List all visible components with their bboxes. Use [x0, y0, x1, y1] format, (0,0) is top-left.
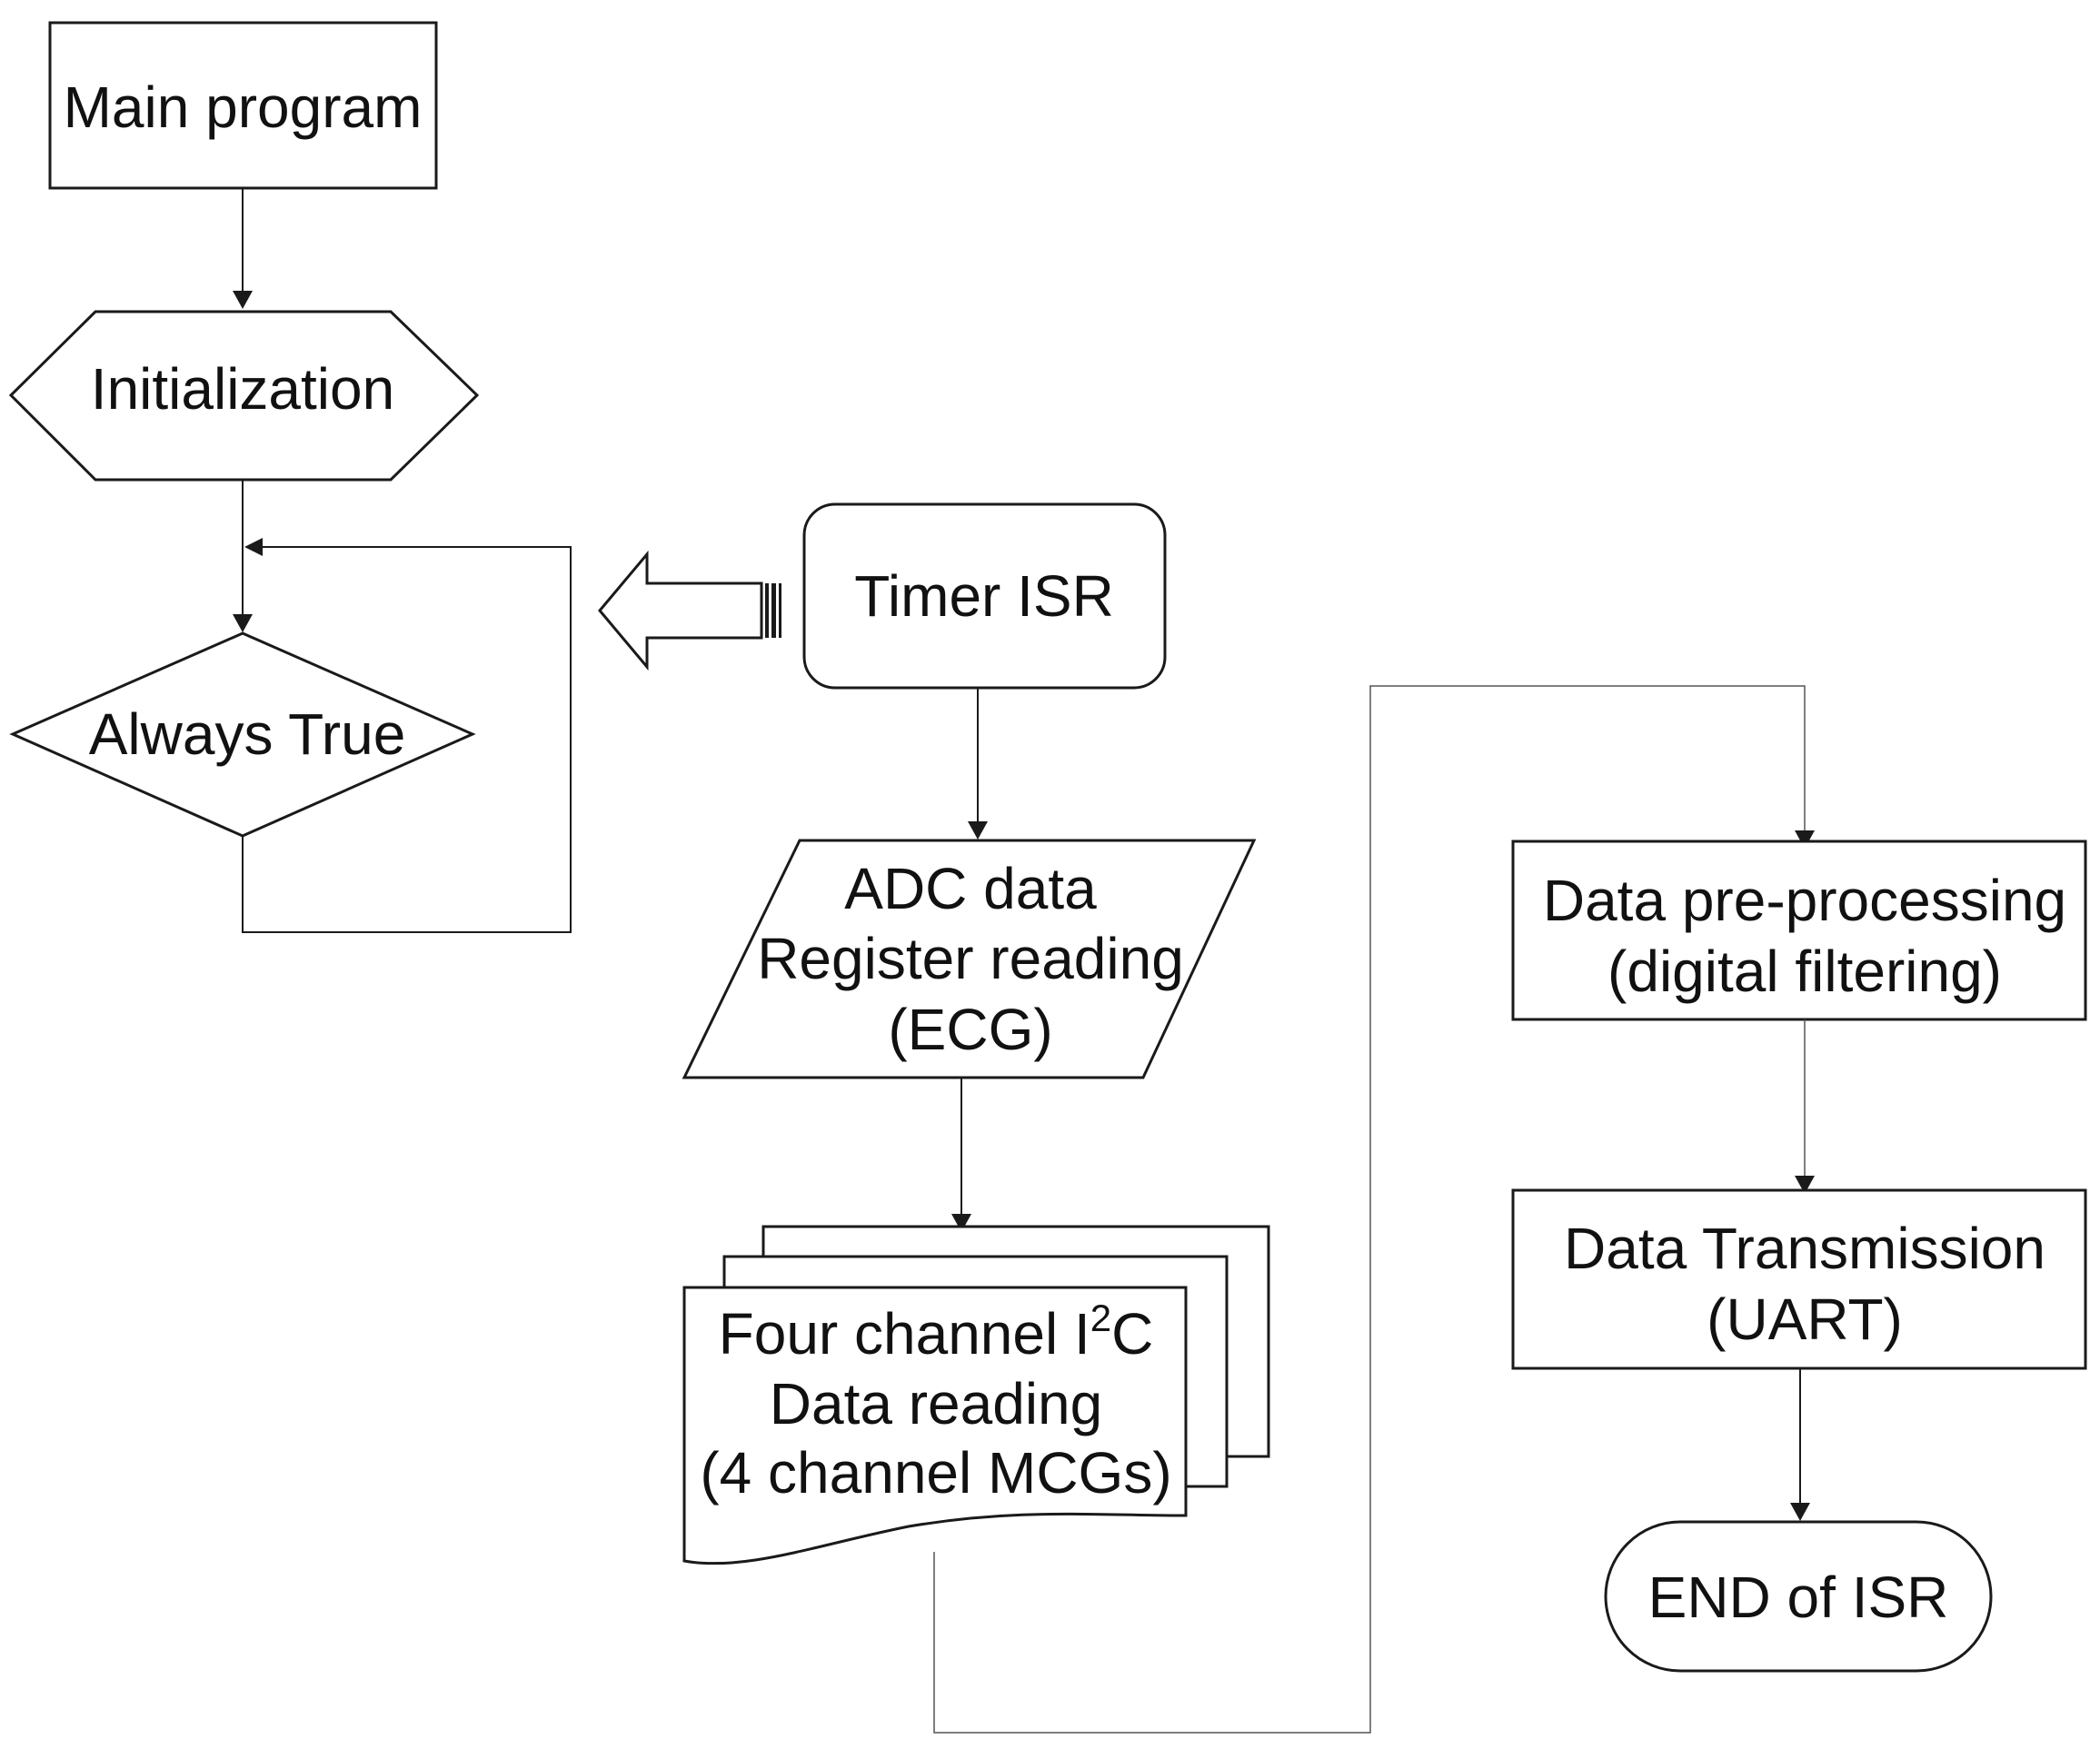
interrupt-arrow-tail-band-3: [779, 583, 781, 638]
interrupt-arrow-tail-band-2: [771, 583, 776, 638]
transmission-label-line-2: (UART): [1707, 1287, 1903, 1352]
i2c-label-line-1: Four channel I2C: [719, 1297, 1154, 1367]
i2c-document-front: [682, 1286, 1188, 1565]
arrowhead-decision: [233, 614, 253, 632]
timer-isr-box: [802, 502, 1167, 690]
arrowhead-preprocessing: [1795, 830, 1815, 849]
always-true-label: Always True: [89, 701, 406, 767]
i2c-label-line-2: Data reading: [770, 1371, 1102, 1436]
initialization-label: Initialization: [91, 356, 394, 422]
adc-label-line-3: (ECG): [888, 997, 1052, 1062]
end-isr-terminator: [1604, 1520, 1993, 1673]
interrupt-arrow-tail-band-1: [765, 583, 769, 638]
i2c-label-line-3: (4 channel MCGs): [700, 1440, 1171, 1506]
connector-i2c-to-preprocessing: [933, 685, 1806, 1734]
interrupt-arrow: [598, 550, 763, 671]
arrowhead-adc: [968, 821, 988, 840]
preprocessing-label-line-2: (digital filtering): [1607, 939, 2002, 1004]
adc-label-line-1: ADC data: [844, 856, 1097, 921]
adc-parallelogram: [682, 839, 1257, 1079]
preprocessing-label-line-1: Data pre-processing: [1543, 868, 2066, 933]
arrowhead-end: [1790, 1503, 1810, 1521]
end-isr-label: END of ISR: [1648, 1565, 1949, 1630]
transmission-label-line-1: Data Transmission: [1564, 1216, 2045, 1281]
preprocessing-box: [1511, 840, 2087, 1021]
arrowhead-init: [233, 291, 253, 309]
arrowhead-loop-back: [244, 538, 263, 556]
main-program-label: Main program: [64, 75, 423, 140]
adc-label-line-2: Register reading: [757, 926, 1184, 991]
initialization-hexagon: [8, 310, 480, 482]
main-program-box: [48, 21, 438, 190]
arrowhead-transmission: [1795, 1176, 1815, 1194]
transmission-box: [1511, 1188, 2087, 1370]
loop-back-line: [242, 546, 572, 933]
timer-isr-label: Timer ISR: [854, 563, 1114, 629]
arrowhead-i2c: [951, 1214, 971, 1232]
